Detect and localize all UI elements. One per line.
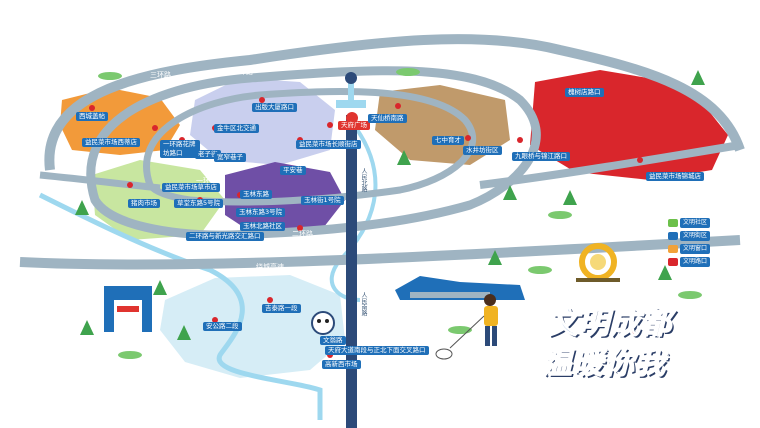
legend-swatch	[668, 245, 678, 253]
place-label[interactable]: 宽窄巷子	[214, 153, 246, 162]
road-label-ring2: 二环路	[232, 68, 253, 76]
west-road	[39, 171, 161, 192]
legend-row: 文明路口	[668, 257, 720, 267]
place-label[interactable]: 二环路与新光路交汇路口	[186, 232, 264, 241]
slogan-wenming: 文明	[547, 305, 610, 342]
slogan-line1: 文明成都	[547, 298, 672, 342]
road-label-ring3: 三环路	[150, 71, 171, 79]
place-label[interactable]: 益民菜市场长顺街店	[296, 140, 361, 149]
place-label[interactable]: 安公路二段	[203, 322, 242, 331]
place-label[interactable]: 天府大道南段与正北下面交叉路口	[325, 346, 429, 355]
person-walking-dog	[435, 294, 498, 360]
place-label[interactable]: 文翁路	[320, 336, 346, 345]
place-label[interactable]: 九眼桥与锦江路口	[512, 152, 570, 161]
legend-label: 文明街区	[680, 231, 711, 241]
stadium-landmark	[395, 276, 525, 300]
ring3	[44, 34, 745, 171]
road-label-renmin-south: 人民南路	[360, 292, 367, 316]
place-label[interactable]: 天府广场	[338, 121, 370, 130]
legend-swatch	[668, 232, 678, 240]
place-label[interactable]: 七中育才	[432, 136, 464, 145]
road-label-ring1: 一环路	[196, 177, 217, 185]
place-label[interactable]: 吉泰路一段	[262, 304, 301, 313]
legend-label: 文明窗口	[680, 244, 711, 254]
legend-label: 文明社区	[680, 218, 711, 228]
place-label[interactable]: 槐树店路口	[565, 88, 604, 97]
place-label[interactable]: 西城盖帖	[76, 112, 108, 121]
place-label[interactable]: 益民菜市场草市店	[162, 183, 220, 192]
tree-icons	[75, 70, 705, 340]
golden-sun-sculpture	[576, 243, 620, 282]
renmin-road	[346, 115, 357, 428]
decor-clouds	[98, 68, 702, 359]
zone-south-lightblue	[160, 275, 345, 378]
legend-row: 文明社区	[668, 218, 720, 228]
fountain-landmark	[336, 72, 366, 124]
place-label[interactable]: 益民菜市场西蒂店	[82, 138, 140, 147]
legend-swatch	[668, 258, 678, 266]
place-label[interactable]: 水井坊街区	[463, 146, 502, 155]
place-label[interactable]: 一环路花牌坊路口	[160, 140, 200, 158]
legend-label: 文明路口	[680, 257, 711, 267]
road-label-intercity: 绕城高速	[256, 263, 284, 271]
legend-swatch	[668, 219, 678, 227]
place-label[interactable]: 老子街	[195, 150, 221, 159]
river	[38, 192, 323, 420]
place-label[interactable]: 金牛区北交通	[214, 124, 259, 133]
slogan-chengdu: 成都	[609, 305, 672, 342]
panda-landmark	[311, 311, 335, 335]
legend-row: 文明街区	[668, 231, 720, 241]
place-label[interactable]: 益民菜市场锦城店	[646, 172, 704, 181]
place-label[interactable]: 草堂东路5号院	[174, 199, 224, 208]
place-label[interactable]: 高新西市场	[322, 360, 361, 369]
intercity-highway	[19, 235, 741, 270]
legend-row: 文明窗口	[668, 244, 720, 254]
place-label[interactable]: 玉林北路社区	[240, 222, 285, 231]
slogan-line2: 温暖你我	[541, 345, 666, 382]
road-label-ring2-south: 二环路	[292, 230, 313, 238]
east-road	[479, 141, 741, 189]
place-label[interactable]: 玉林东路	[240, 190, 272, 199]
place-label[interactable]: 玉林街1号院	[301, 196, 344, 205]
place-label[interactable]: 出版大厦路口	[252, 103, 297, 112]
place-label[interactable]: 平安巷	[280, 166, 306, 175]
zone-east-brown	[375, 85, 510, 165]
road-label-renmin-north: 人民北路	[360, 168, 367, 192]
place-label[interactable]: 天仙桥南路	[368, 114, 407, 123]
place-label[interactable]: 玉林东路3号院	[236, 208, 286, 217]
city-gate-landmark	[104, 286, 152, 332]
place-label[interactable]: 猪肉市场	[128, 199, 160, 208]
